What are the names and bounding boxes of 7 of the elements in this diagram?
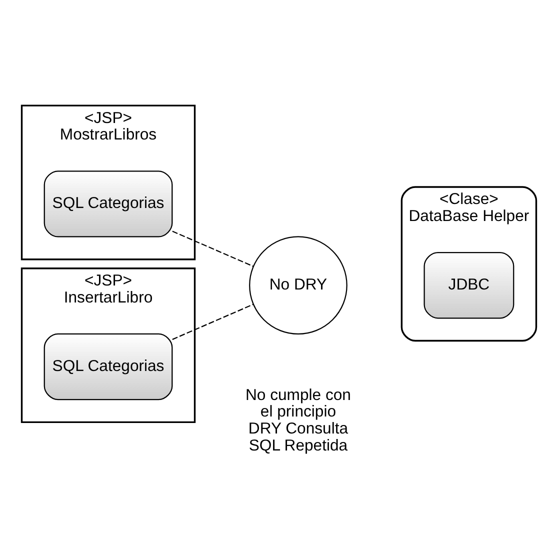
connector [172,230,254,266]
label: No cumple con el principio DRY Consulta SQL Repetida [245,386,351,454]
connector [172,303,254,340]
node-box: SQL Categorias [44,170,173,237]
node-circle: No DRY [249,236,348,334]
node-box: SQL Categorias [44,332,173,400]
node-box: JDBC [424,252,514,318]
